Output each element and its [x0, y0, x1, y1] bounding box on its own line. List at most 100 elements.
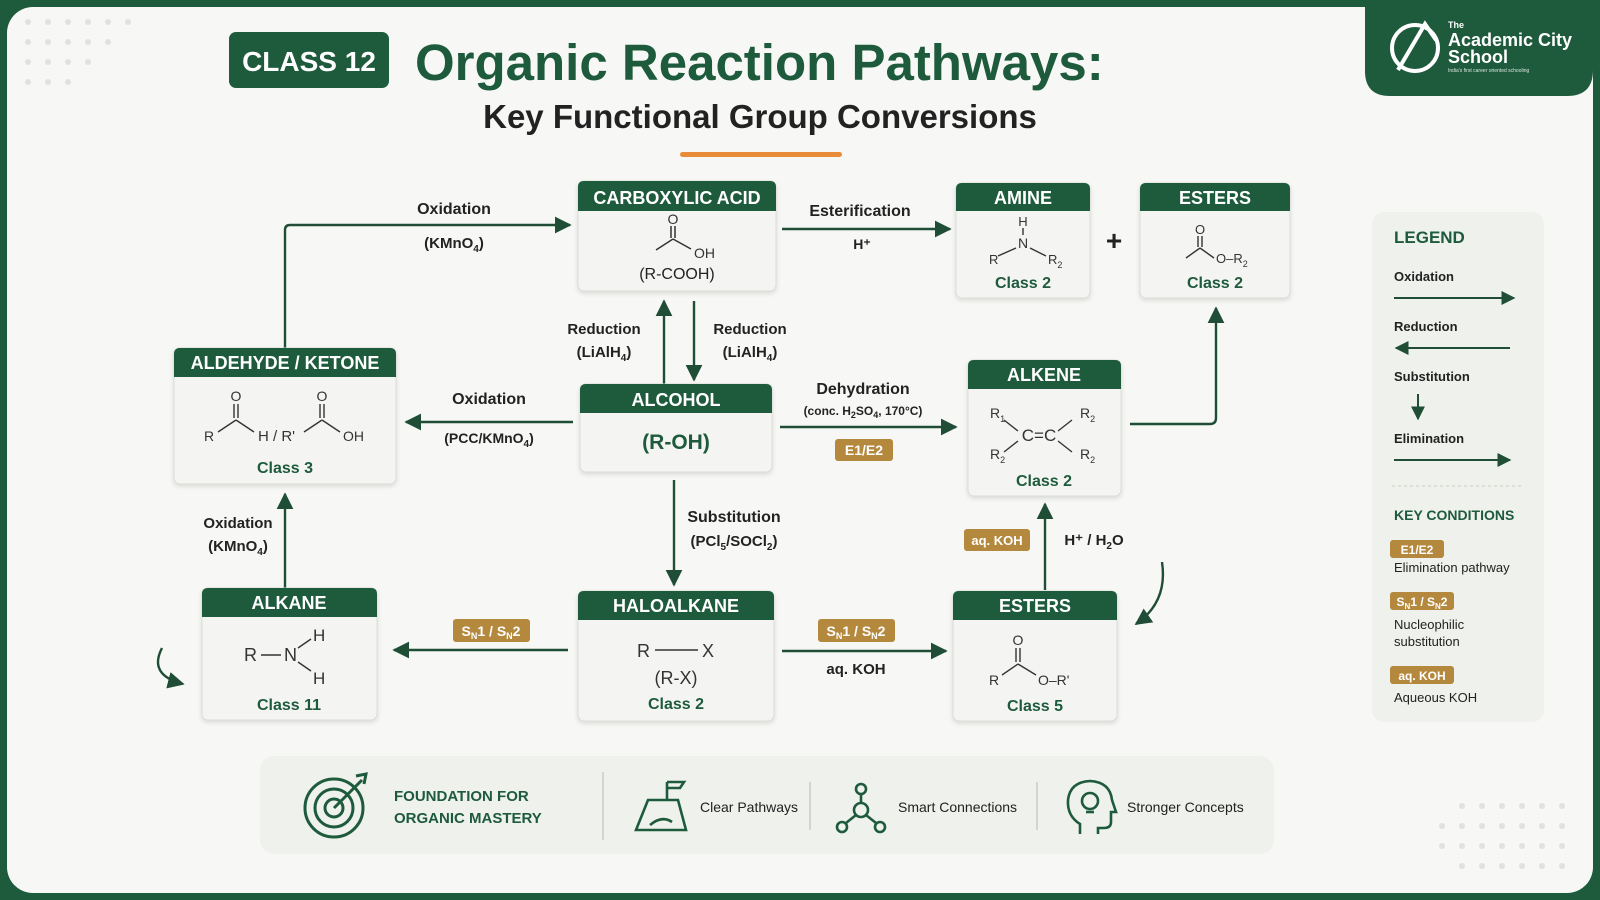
legend-oxidation-label: Oxidation: [1394, 269, 1454, 284]
footer-foundation-line1: FOUNDATION FOR: [394, 788, 529, 805]
svg-text:R2: R2: [1080, 446, 1095, 465]
logo-line-the: The: [1448, 20, 1464, 30]
amine-structure: [997, 228, 1047, 257]
plus-sign: +: [1106, 225, 1122, 256]
structure-sub: 2: [1057, 260, 1062, 270]
node-formula: (R-OH): [642, 431, 710, 454]
label-reduction-left: Reduction: [567, 321, 640, 338]
cond-aq-koh: aq. KOH: [826, 661, 885, 678]
badge-aq-koh: aq. KOH: [964, 529, 1030, 551]
node-title: ALDEHYDE / KETONE: [191, 353, 380, 373]
structure-atom-o: O: [668, 211, 679, 227]
structure-atom-r: R: [204, 428, 214, 444]
key-badge-sn: S: [1397, 595, 1405, 609]
cond-part: SO: [856, 404, 873, 418]
structure-atom-r2: R: [990, 446, 1000, 462]
badge-part: 1 / S: [477, 623, 506, 639]
structure-atom-h: H: [1018, 214, 1027, 229]
badge-sub: N: [506, 631, 513, 641]
cond-sub: 2: [851, 410, 856, 420]
label-oxidation-mid: Oxidation: [452, 391, 526, 408]
cond-sub: 4: [473, 244, 479, 255]
badge-sub: N: [836, 631, 843, 641]
structure-h-separator: H / R': [258, 428, 295, 445]
badge-part: 2: [878, 623, 886, 639]
svg-text:R1: R1: [990, 405, 1005, 424]
key-badge-sub: N: [1405, 602, 1411, 611]
node-alkane: ALKANE R N H H Class 11: [201, 587, 378, 721]
node-title: ALKENE: [1007, 365, 1081, 385]
footer-foundation-line2: ORGANIC MASTERY: [394, 810, 542, 827]
structure-sub: 1: [1000, 414, 1005, 424]
target-icon: [303, 772, 368, 839]
class-badge-label: CLASS 12: [242, 46, 376, 77]
label-oxidation-low: Oxidation: [203, 515, 272, 532]
footer-bar: FOUNDATION FOR ORGANIC MASTERY Clear Pat…: [260, 756, 1274, 854]
cond-reduction-left: (LiAlH: [577, 344, 621, 361]
key-text-aqueous-koh: Aqueous KOH: [1394, 690, 1477, 705]
logo-line-school: School: [1448, 47, 1508, 67]
legend-elimination-label: Elimination: [1394, 431, 1464, 446]
cond-sub: 2: [1106, 541, 1112, 552]
structure-atom-o: O: [231, 388, 242, 404]
node-title: HALOALKANE: [613, 596, 739, 616]
key-badge-e1e2: E1/E2: [1401, 543, 1434, 557]
node-formula: (R-COOH): [639, 266, 715, 283]
cond-part: ): [772, 533, 777, 550]
key-text-nucleophilic: Nucleophilic: [1394, 617, 1465, 632]
node-alcohol: ALCOHOL (R-OH): [579, 383, 773, 473]
svg-text:(KMnO4): (KMnO4): [208, 538, 268, 558]
structure-atom-r2: R: [1080, 405, 1090, 421]
structure-sub: 2: [1000, 455, 1005, 465]
cond-substitution: (PCl: [691, 533, 721, 550]
cond-sub: 5: [721, 542, 727, 553]
cond-sub: 2: [767, 542, 773, 553]
structure-atom-n: N: [1018, 235, 1028, 251]
page-subtitle: Key Functional Group Conversions: [483, 98, 1037, 135]
node-class: Class 2: [648, 696, 704, 713]
head-lightbulb-icon: [1066, 779, 1118, 834]
node-esters-top: ESTERS O O–R2 Class 2: [1139, 182, 1291, 299]
node-carboxylic-acid: CARBOXYLIC ACID O OH (R-COOH): [577, 180, 777, 292]
node-aldehyde-ketone: ALDEHYDE / KETONE O O R H / R' OH Class …: [173, 347, 397, 485]
node-esters-bottom: ESTERS O R O–R' Class 5: [952, 590, 1118, 722]
aldehyde-structure: [217, 404, 341, 433]
node-title: AMINE: [994, 188, 1052, 208]
svg-text:SN1 / SN2: SN1 / SN2: [1397, 595, 1448, 611]
structure-sub: 2: [1090, 414, 1095, 424]
node-class: Class 2: [1187, 275, 1243, 292]
structure-atom-n: N: [284, 645, 297, 665]
footer-stronger-concepts: Stronger Concepts: [1127, 799, 1244, 815]
structure-atom-r: R: [637, 641, 650, 661]
structure-atom-r2: R: [1080, 446, 1090, 462]
structure-atom-r1: R: [990, 405, 1000, 421]
svg-text:H⁺ / H2O: H⁺ / H2O: [1064, 532, 1124, 552]
badge-sub: N: [871, 631, 878, 641]
curved-arrow-left: [156, 647, 185, 689]
svg-text:SN1 / SN2: SN1 / SN2: [827, 623, 886, 641]
cond-end: O: [1112, 532, 1124, 549]
svg-text:SN1 / SN2: SN1 / SN2: [462, 623, 521, 641]
key-badge-aq-koh: aq. KOH: [1398, 669, 1445, 683]
cond-reduction-right: (LiAlH: [723, 344, 767, 361]
structure-atom-r2: R: [1048, 252, 1057, 267]
cond-dehydration: (conc. H: [804, 404, 851, 418]
node-title: ALCOHOL: [632, 390, 721, 410]
key-text-elimination: Elimination pathway: [1394, 560, 1510, 575]
cond-end: ): [626, 344, 631, 361]
label-oxidation-top: Oxidation: [417, 201, 491, 218]
reaction-arrows: [156, 216, 1225, 689]
badge-part: 2: [513, 623, 521, 639]
arrow-alkene-to-esters: [1130, 306, 1225, 426]
svg-text:R2: R2: [1048, 252, 1062, 270]
badge-sn: S: [462, 623, 471, 639]
dot-pattern-bottom-right: [1439, 803, 1565, 869]
cond-sub: 4: [621, 353, 627, 364]
cond-sub: 4: [524, 439, 530, 450]
structure-atom-r: R: [989, 252, 998, 267]
node-class: Class 2: [1016, 473, 1072, 490]
node-title: ESTERS: [1179, 188, 1251, 208]
structure-atom-h: H: [313, 669, 325, 688]
footer-clear-pathways: Clear Pathways: [700, 799, 798, 815]
